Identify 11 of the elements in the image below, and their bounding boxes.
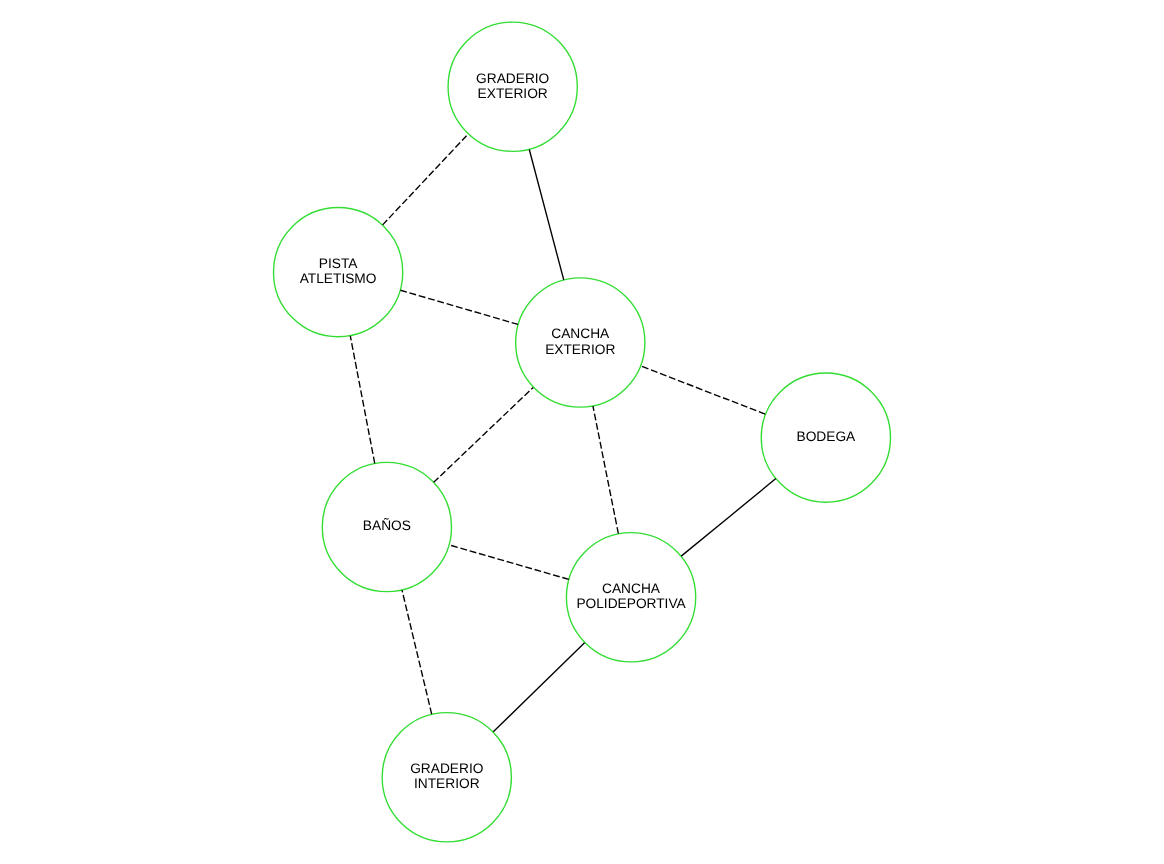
connector <box>640 365 766 415</box>
connector <box>680 477 777 557</box>
connector <box>399 289 519 326</box>
connector <box>349 335 376 464</box>
connector <box>528 148 565 281</box>
connector <box>401 589 433 715</box>
connector <box>381 133 469 226</box>
connector <box>433 386 534 483</box>
connector <box>492 642 586 733</box>
connector <box>448 544 570 581</box>
connector <box>592 405 620 535</box>
